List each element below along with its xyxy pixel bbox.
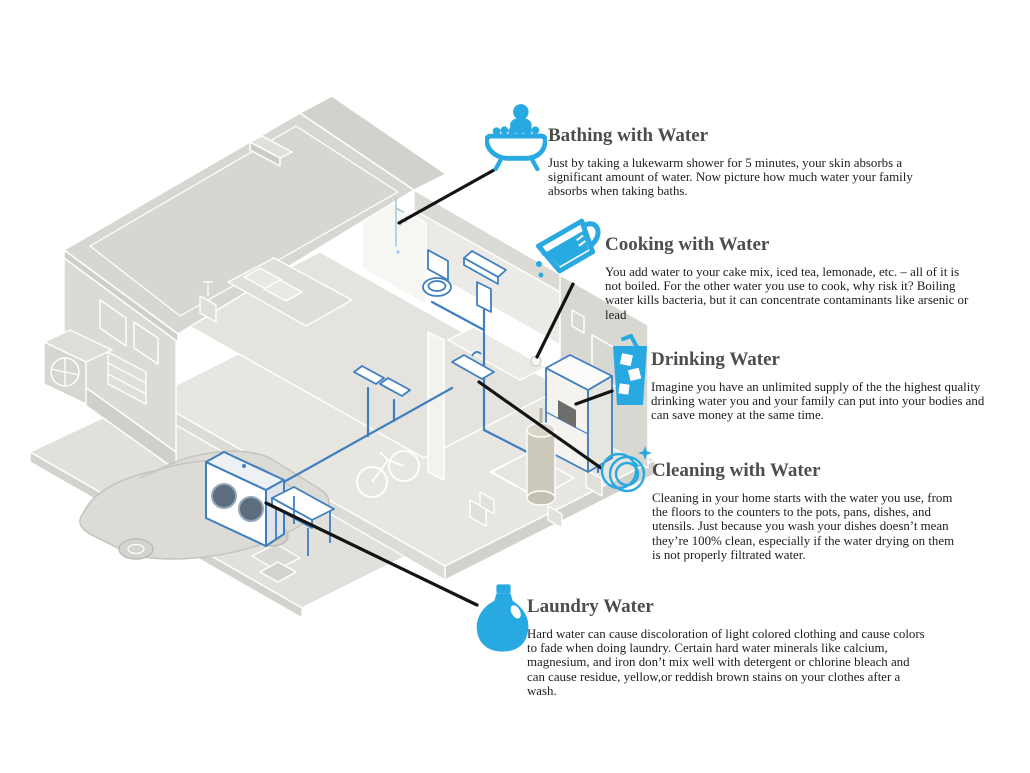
roof <box>63 95 447 343</box>
measuring-cup-icon <box>529 209 611 287</box>
callout-title-laundry: Laundry Water <box>527 596 654 617</box>
leader-line-laundry <box>264 501 479 607</box>
bathtub-icon <box>485 100 547 176</box>
refrigerator <box>545 354 613 473</box>
water-heater <box>526 408 556 506</box>
callout-body-laundry: Hard water can cause discoloration of li… <box>527 627 925 698</box>
callout-body-drinking: Imagine you have an unlimited supply of … <box>651 380 985 423</box>
callout-body-bathing: Just by taking a lukewarm shower for 5 m… <box>548 156 913 199</box>
clean-dishes-icon <box>598 440 655 497</box>
washer-dryer <box>205 451 285 547</box>
callout-body-cooking: You add water to your cake mix, iced tea… <box>605 265 969 322</box>
water-pipes <box>264 284 600 506</box>
callout-body-cleaning: Cleaning in your home starts with the wa… <box>652 491 955 562</box>
leader-line-drinking <box>574 389 614 406</box>
bathroom-fixtures <box>353 249 507 397</box>
ac-unit <box>42 329 114 406</box>
drinking-glass-icon <box>609 334 651 412</box>
callout-title-drinking: Drinking Water <box>651 349 780 370</box>
leader-line-cooking <box>535 282 575 359</box>
leader-line-bathing <box>397 168 496 225</box>
leader-lines <box>264 168 614 607</box>
detergent-bottle-icon <box>474 582 531 654</box>
callout-title-cleaning: Cleaning with Water <box>652 460 821 481</box>
leader-line-cleaning <box>477 380 603 470</box>
callout-title-cooking: Cooking with Water <box>605 234 770 255</box>
utility-sink <box>271 486 335 556</box>
callout-title-bathing: Bathing with Water <box>548 125 709 146</box>
